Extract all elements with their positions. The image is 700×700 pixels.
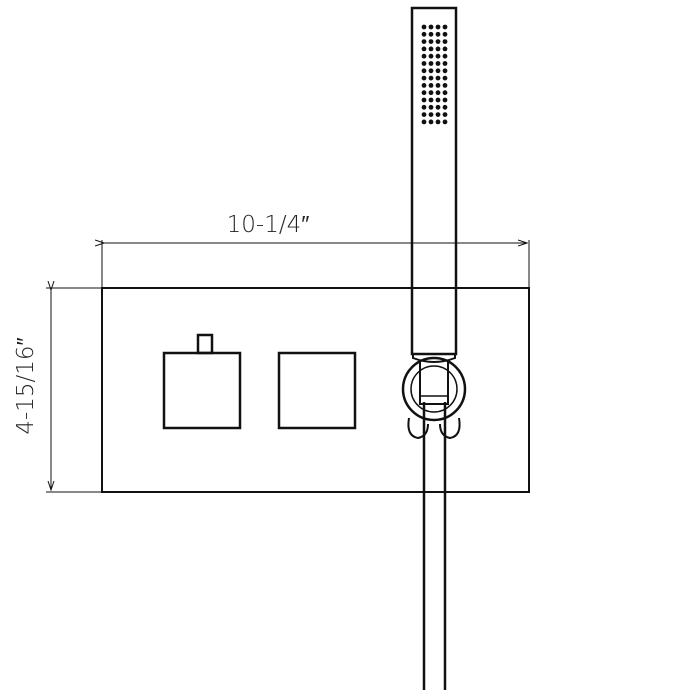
nozzle-dot	[442, 68, 448, 74]
nozzle-dot	[442, 75, 448, 81]
nozzle-dot	[442, 83, 448, 88]
shower-hose	[422, 402, 447, 690]
nozzle-dot	[421, 83, 427, 88]
nozzle-dot	[428, 39, 434, 44]
nozzle-dot	[421, 31, 427, 37]
nozzle-dot	[421, 39, 427, 44]
nozzle-dot	[421, 61, 427, 66]
nozzle-dot	[442, 46, 448, 52]
nozzle-dot	[428, 97, 434, 103]
nozzle-dot	[428, 75, 434, 81]
width-label: 10-1/4″	[227, 212, 310, 238]
nozzle-dot	[442, 53, 448, 59]
nozzle-dot	[428, 24, 434, 30]
nozzle-dot	[442, 39, 448, 44]
nozzle-dot	[428, 83, 434, 88]
nozzle-dot	[442, 97, 448, 103]
shower-holder	[401, 356, 467, 440]
nozzle-dot	[428, 90, 434, 96]
height-dimension: 4-15/16″	[13, 288, 104, 493]
nozzle-dot	[428, 104, 434, 110]
nozzle-dot	[442, 119, 448, 125]
nozzle-dot	[435, 46, 441, 52]
nozzle-dot	[442, 31, 448, 37]
nozzle-dot	[442, 112, 448, 117]
nozzle-dots-icon	[421, 24, 448, 125]
left-handle-stem	[196, 333, 214, 355]
nozzle-dot	[435, 68, 441, 74]
height-label: 4-15/16″	[13, 337, 39, 434]
nozzle-dot	[435, 61, 441, 66]
left-handle	[162, 333, 242, 430]
nozzle-dot	[442, 24, 448, 30]
nozzle-dot	[421, 119, 427, 125]
nozzle-dot	[442, 61, 448, 66]
nozzle-dot	[421, 75, 427, 81]
nozzle-dot	[428, 46, 434, 52]
nozzle-dot	[421, 24, 427, 30]
valve-plate	[101, 287, 530, 493]
nozzle-dot	[421, 46, 427, 52]
nozzle-dot	[435, 90, 441, 96]
nozzle-dot	[428, 119, 434, 125]
hand-shower	[410, 6, 458, 363]
nozzle-dot	[421, 90, 427, 96]
nozzle-dot	[435, 53, 441, 59]
nozzle-dot	[421, 104, 427, 110]
width-dimension: 10-1/4″	[102, 212, 530, 292]
nozzle-dot	[421, 53, 427, 59]
nozzle-dot	[435, 97, 441, 103]
nozzle-dot	[435, 83, 441, 88]
nozzle-dot	[428, 61, 434, 66]
nozzle-dot	[435, 24, 441, 30]
nozzle-dot	[435, 31, 441, 37]
nozzle-dot	[435, 119, 441, 125]
nozzle-dot	[435, 75, 441, 81]
right-handle	[277, 351, 357, 430]
nozzle-dot	[421, 112, 427, 117]
nozzle-dot	[442, 90, 448, 96]
nozzle-dot	[428, 53, 434, 59]
nozzle-dot	[421, 97, 427, 103]
nozzle-dot	[421, 68, 427, 74]
nozzle-dot	[442, 104, 448, 110]
nozzle-dot	[435, 39, 441, 44]
nozzle-dot	[435, 104, 441, 110]
nozzle-dot	[435, 112, 441, 117]
nozzle-dot	[428, 112, 434, 117]
nozzle-dot	[428, 31, 434, 37]
nozzle-dot	[428, 68, 434, 74]
